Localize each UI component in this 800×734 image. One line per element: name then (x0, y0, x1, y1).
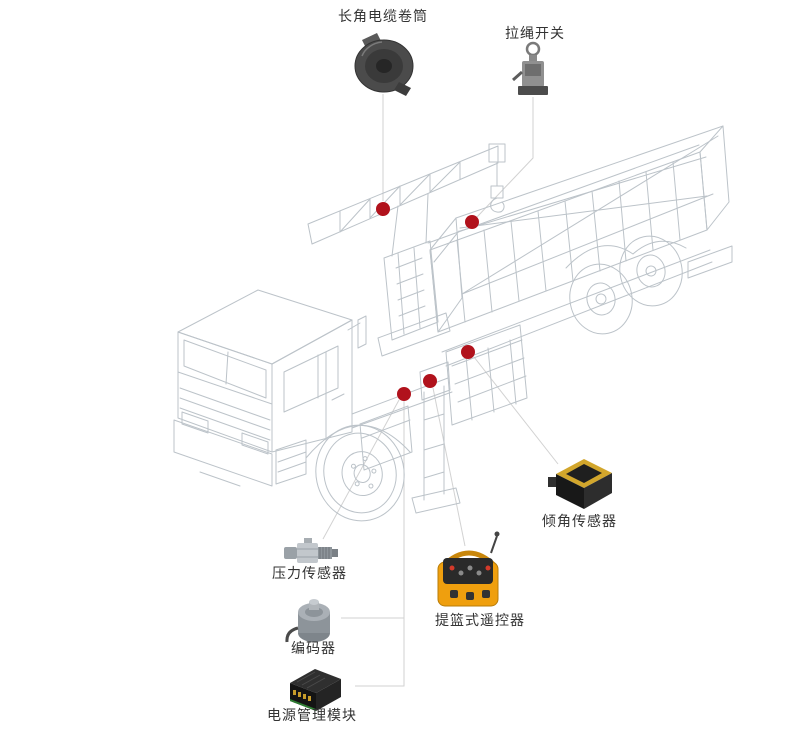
cab-side (271, 319, 353, 453)
front-wheel (315, 424, 405, 522)
rear-wheel-1 (569, 263, 633, 335)
bed-headboard (429, 217, 463, 333)
crane-boom-chords (307, 145, 499, 245)
rear-fender (565, 240, 687, 269)
label-pressure-sensor: 压力传感器 (272, 566, 347, 582)
cab-bumper-step (199, 471, 241, 487)
tilt-sensor-icon (548, 459, 612, 509)
cab-windshield (183, 339, 267, 399)
outrigger-cylinder (419, 361, 451, 401)
marker-boom (376, 202, 390, 216)
label-cable-reel: 长角电缆卷筒 (338, 9, 428, 25)
crane-base-plate (377, 312, 451, 357)
bed-wall-ribs (456, 161, 681, 323)
door-handle (331, 393, 345, 401)
cab-bumper (173, 419, 273, 487)
cable-reel-icon (354, 33, 414, 96)
crane-boom-supports (391, 193, 429, 257)
sensor-markers (376, 202, 479, 401)
label-basket-remote-control: 提篮式遥控器 (435, 613, 525, 629)
headlight-left (181, 411, 209, 434)
bed-rear-gate (699, 125, 730, 231)
label-pull-rope-switch: 拉绳开关 (505, 26, 565, 42)
power-module-icon (290, 669, 341, 711)
door-window (283, 345, 339, 413)
headlight-right (241, 432, 269, 455)
chassis-rails-rear (441, 249, 713, 367)
marker-hook-area (465, 215, 479, 229)
boom-tip-block (488, 143, 506, 163)
marker-frame-front (461, 345, 475, 359)
leader-power-module (355, 401, 405, 687)
marker-crane-base (423, 374, 437, 388)
label-encoder: 编码器 (291, 641, 336, 657)
mirror (357, 315, 367, 349)
side-skirt (275, 439, 307, 485)
hook-block (490, 185, 504, 199)
leader-pull-switch (476, 97, 534, 218)
toolbox (445, 324, 528, 426)
chassis-rails-front (351, 377, 453, 429)
crane-boom-lattice (339, 161, 461, 233)
cab-beltline (177, 371, 273, 405)
label-power-management-module: 电源管理模块 (267, 708, 357, 724)
truck-wireframe (173, 125, 733, 522)
bed-far-rail (455, 125, 724, 219)
encoder-icon (285, 599, 330, 643)
leader-pressure-sensor (322, 399, 400, 540)
outrigger-beam (423, 385, 445, 501)
bed-interior-lines (459, 135, 719, 295)
label-tilt-sensor: 倾角传感器 (542, 514, 617, 530)
rear-wheel-2 (619, 235, 683, 307)
leader-tilt-sensor (473, 356, 559, 465)
leader-remote (432, 387, 466, 547)
crane-pedestal (383, 240, 439, 341)
pressure-sensor-icon (284, 538, 338, 563)
rear-underrun (687, 245, 733, 279)
fuel-tank (359, 405, 413, 471)
outrigger-foot (411, 487, 461, 514)
cab-grille (179, 387, 271, 441)
pull-rope-switch-icon (512, 41, 548, 95)
crane-ladder (395, 247, 426, 335)
crane-hook (490, 197, 505, 213)
cab-windshield-divider (225, 351, 229, 385)
leader-lines (322, 94, 559, 687)
basket-remote-icon (437, 531, 500, 607)
crane-boom-struts (339, 161, 461, 233)
wheel-arch (305, 425, 411, 459)
toolbox-hatching (451, 339, 527, 421)
marker-crane-base-lower (397, 387, 411, 401)
